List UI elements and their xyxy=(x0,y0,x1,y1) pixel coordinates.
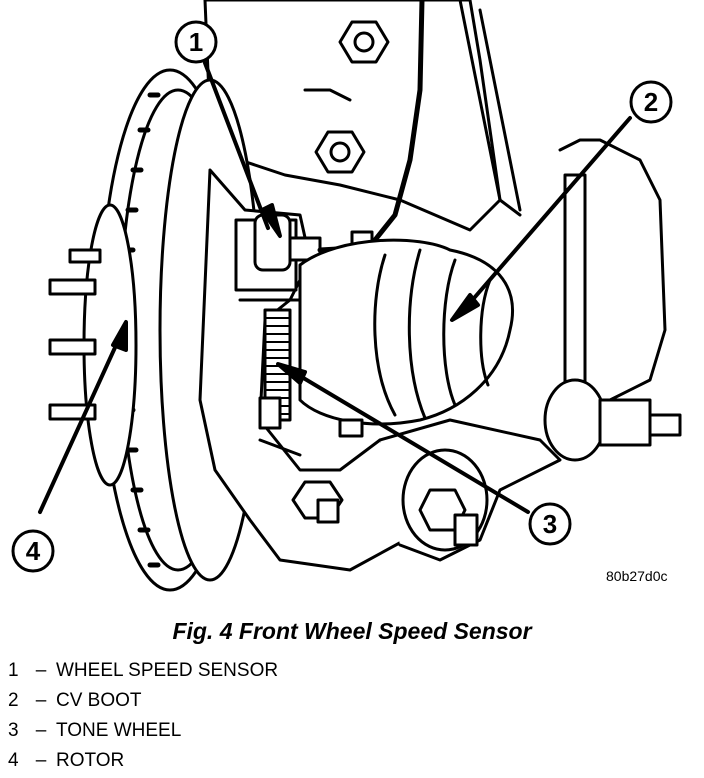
legend-number: 1 xyxy=(8,660,19,681)
stabilizer-link xyxy=(543,138,682,462)
legend-separator: – xyxy=(35,660,47,681)
legend-separator: – xyxy=(35,750,47,771)
svg-text:4: 4 xyxy=(26,536,41,566)
svg-text:1: 1 xyxy=(189,27,203,57)
callout-1: 1 xyxy=(174,20,218,64)
legend-number: 4 xyxy=(8,750,19,771)
legend-label: ROTOR xyxy=(56,750,125,771)
figure-caption: Fig. 4 Front Wheel Speed Sensor xyxy=(172,618,532,644)
legend-label: CV BOOT xyxy=(56,690,142,711)
legend-item: 1–WHEEL SPEED SENSOR xyxy=(8,656,278,686)
figure-code: 80b27d0c xyxy=(606,568,668,584)
legend-item: 2–CV BOOT xyxy=(8,686,278,716)
legend-separator: – xyxy=(35,690,47,711)
wheel-speed-sensor-illustration: 1 2 3 4 xyxy=(11,0,682,592)
legend-number: 2 xyxy=(8,690,19,711)
knuckle-bracket xyxy=(203,0,522,232)
legend-label: WHEEL SPEED SENSOR xyxy=(56,660,279,681)
callout-3: 3 xyxy=(528,502,572,546)
callout-arrows xyxy=(38,61,632,514)
cv-boot xyxy=(298,238,514,426)
callout-2: 2 xyxy=(629,80,673,124)
svg-text:3: 3 xyxy=(543,509,557,539)
legend-number: 3 xyxy=(8,720,19,741)
legend-label: TONE WHEEL xyxy=(56,720,182,741)
legend-item: 4–ROTOR xyxy=(8,746,278,776)
hub xyxy=(48,203,138,487)
legend-separator: – xyxy=(35,720,47,741)
legend: 1–WHEEL SPEED SENSOR 2–CV BOOT 3–TONE WH… xyxy=(8,656,278,776)
svg-text:2: 2 xyxy=(644,87,658,117)
callout-4: 4 xyxy=(11,529,55,573)
legend-item: 3–TONE WHEEL xyxy=(8,716,278,746)
